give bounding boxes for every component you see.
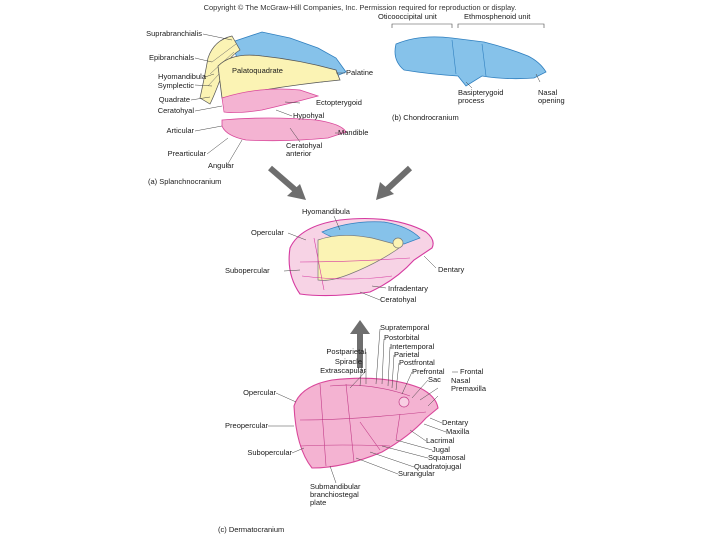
label-ectopterygoid: Ectopterygoid xyxy=(316,98,362,107)
label-jugal: Jugal xyxy=(432,445,450,454)
label-symplectic: Symplectic xyxy=(157,81,194,90)
label-postparietal: Postparietal xyxy=(326,347,366,356)
dermatocranium-shape xyxy=(293,377,439,469)
label-nasal: Nasal xyxy=(451,376,471,385)
label-sac: Sac xyxy=(428,375,441,384)
label-opercular-combined: Opercular xyxy=(251,228,284,237)
label-basipterygoid-process: Basipterygoid process xyxy=(458,88,504,105)
label-dentary-combined: Dentary xyxy=(438,265,465,274)
label-quadrate: Quadrate xyxy=(158,95,190,104)
label-quadratojugal: Quadratojugal xyxy=(414,462,462,471)
label-subopercular-c: Subopercular xyxy=(247,448,292,457)
caption-chondrocranium: (b) Chondrocranium xyxy=(392,113,459,122)
dermatocranium-orbit-shape xyxy=(398,396,410,408)
label-prearticular: Prearticular xyxy=(167,149,206,158)
label-postfrontal: Postfrontal xyxy=(399,358,435,367)
panel-c-dermatocranium xyxy=(268,328,458,484)
label-preopercular: Preopercular xyxy=(225,421,268,430)
caption-dermatocranium: (c) Dermatocranium xyxy=(218,525,285,534)
label-squamosal: Squamosal xyxy=(428,453,466,462)
arrow-from-c-icon xyxy=(350,320,370,368)
label-subopercular-combined: Subopercular xyxy=(225,266,270,275)
chondrocranium-shape xyxy=(394,36,547,87)
label-articular: Articular xyxy=(166,126,194,135)
combined-orbit-shape xyxy=(392,237,404,249)
label-extrascapular: Extrascapular xyxy=(320,366,366,375)
label-ceratohyal-anterior: Ceratohyal anterior xyxy=(286,141,323,158)
label-hyomandibula-combined: Hyomandibula xyxy=(302,207,350,216)
label-opercular-c: Opercular xyxy=(243,388,276,397)
label-ceratohyal-combined: Ceratohyal xyxy=(380,295,417,304)
label-angular: Angular xyxy=(208,161,234,170)
panel-a-splanchnocranium xyxy=(190,31,347,168)
label-nasal-opening: Nasal opening xyxy=(538,88,565,105)
label-parietal: Parietal xyxy=(394,350,420,359)
label-infradentary: Infradentary xyxy=(388,284,429,293)
copyright-notice: Copyright © The McGraw-Hill Companies, I… xyxy=(203,3,517,12)
label-ceratohyal-a: Ceratohyal xyxy=(157,106,194,115)
label-spiracle: Spiracle xyxy=(334,357,362,366)
label-frontal: Frontal xyxy=(460,367,484,376)
caption-splanchnocranium: (a) Splanchnocranium xyxy=(148,177,222,186)
label-mandible: Mandible xyxy=(338,128,369,137)
label-surangular: Surangular xyxy=(398,469,435,478)
label-suprabranchialis: Suprabranchialis xyxy=(146,29,202,38)
label-palatoquadrate: Palatoquadrate xyxy=(232,66,283,75)
label-ethmosphenoid-unit: Ethmosphenoid unit xyxy=(464,12,531,21)
label-epibranchials: Epibranchials xyxy=(148,53,194,62)
mandible-shape xyxy=(221,117,347,142)
label-intertemporal: Intertemporal xyxy=(390,342,435,351)
label-prefrontal: Prefrontal xyxy=(412,367,445,376)
label-hypohyal: Hypohyal xyxy=(293,111,325,120)
label-hyomandibula-a: Hyomandibula xyxy=(158,72,206,81)
label-premaxilla: Premaxilla xyxy=(451,384,487,393)
label-lacrimal: Lacrimal xyxy=(426,436,455,445)
label-submandibular-branchiostegal-plate: Submandibular branchiostegal plate xyxy=(310,482,361,507)
label-dentary-c: Dentary xyxy=(442,418,469,427)
label-maxilla: Maxilla xyxy=(446,427,470,436)
panel-combined-skull xyxy=(283,215,437,301)
arrow-from-b-icon xyxy=(376,165,413,200)
label-supratemporal: Supratemporal xyxy=(380,323,430,332)
label-oticooccipital-unit: Oticooccipital unit xyxy=(378,12,437,21)
arrow-from-a-icon xyxy=(268,165,306,200)
combined-palatoquadrate-shape xyxy=(317,235,403,281)
label-postorbital: Postorbital xyxy=(384,333,420,342)
label-palatine: Palatine xyxy=(346,68,374,77)
panel-b-chondrocranium xyxy=(391,23,547,89)
arrows xyxy=(268,165,413,368)
